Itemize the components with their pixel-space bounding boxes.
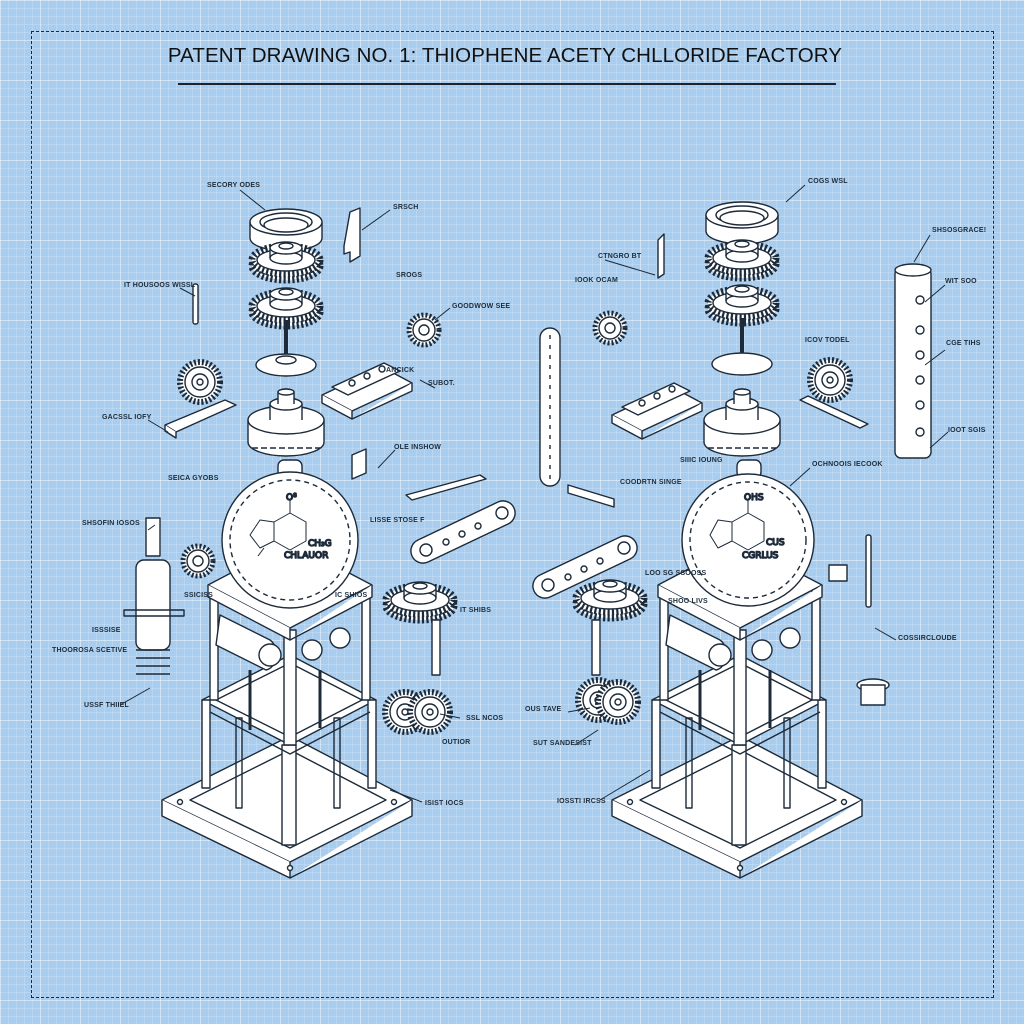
part-label: ISSSISE (92, 627, 121, 634)
part-label: SHSOSGRACE! (932, 227, 987, 234)
right-upper-gear (708, 240, 776, 278)
right-reaction-sphere (681, 459, 815, 607)
part-label: SSICISS (184, 592, 214, 599)
svg-text:CGRLUS: CGRLUS (742, 551, 779, 561)
left-shaft-disc (255, 320, 317, 377)
leader-lines (119, 184, 949, 803)
left-track-belt (410, 500, 516, 564)
right-molecule-icon (709, 500, 765, 551)
part-label: COSSIRCLOUDE (898, 635, 957, 642)
part-label: GOODWOW SEE (452, 303, 511, 310)
part-label: COGS WSL (808, 178, 848, 185)
left-reaction-sphere (221, 459, 359, 609)
part-label: SUT SANDESIST (533, 740, 592, 747)
svg-text:CHLAUOR: CHLAUOR (284, 551, 328, 561)
drawing-title: PATENT DRAWING NO. 1: THIOPHENE ACETY CH… (167, 44, 843, 67)
svg-text:CH₃G: CH₃G (308, 539, 332, 549)
left-ring-gear (183, 546, 213, 576)
svg-text:O⁸: O⁸ (286, 493, 297, 503)
part-label: CTNGRO BT (598, 253, 642, 260)
right-rod (865, 534, 872, 608)
part-label: IOOT SGIS (948, 427, 986, 434)
part-label: IOSSTI IRCSS (557, 798, 606, 805)
svg-text:OHS: OHS (744, 493, 764, 503)
left-wheel-mount (164, 362, 237, 439)
part-label: ISIST IOCS (425, 800, 464, 807)
part-label: WIT SOO (945, 278, 977, 285)
right-wheel-mount (799, 360, 869, 429)
left-small-gear (409, 315, 439, 345)
part-label: CGE TIHS (946, 340, 981, 347)
part-label: GACSSL IOFY (102, 414, 152, 421)
right-perforated-tube (894, 263, 932, 459)
part-label: SSL NCOS (466, 715, 504, 722)
right-hook (657, 233, 665, 279)
part-label: IC SHIOS (335, 592, 368, 599)
left-rod (192, 283, 199, 325)
right-small-gear (595, 313, 625, 343)
part-label: LOO SG SSOOSS (645, 570, 707, 577)
left-column-probe (123, 517, 185, 675)
part-label: OUTIOR (442, 739, 471, 746)
left-bracket (343, 207, 361, 263)
left-gear-pump (386, 582, 454, 676)
left-drum (247, 388, 325, 457)
part-label: SROGS (396, 272, 423, 279)
part-label: COODRTN SINGE (620, 479, 682, 486)
part-label: OCHNOOIS IECOOK (812, 461, 883, 468)
part-label: ANCICK (386, 367, 415, 374)
left-gearbox (385, 692, 450, 732)
title-underline (178, 83, 836, 85)
right-socket (828, 564, 848, 582)
molecule-text-left: O⁸ CH₃G CHLAUOR (283, 492, 332, 561)
drawing-border (31, 31, 994, 998)
part-label: IT HOUSOOS WISSL (124, 282, 196, 289)
part-label: SUBOT. (428, 380, 455, 387)
part-label: SECORY ODES (207, 182, 261, 189)
left-molecule-icon (249, 500, 307, 557)
left-upper-gear (252, 242, 320, 280)
right-ring-cap (705, 201, 779, 245)
part-label: LISSE STOSE F (370, 517, 425, 524)
part-label: SHOO LIVS (668, 598, 708, 605)
right-gear-pump (576, 580, 644, 676)
part-label: THOOROSA SCETIVE (52, 647, 128, 654)
part-label: SIIIC IOUNG (680, 457, 723, 464)
left-small-bracket (351, 448, 367, 480)
right-assembly (532, 201, 932, 880)
right-gearbox (578, 680, 638, 722)
center-vertical-belt (539, 327, 561, 487)
molecule-text-right: OHS CUS CGRLUS (741, 492, 785, 561)
right-drive-gear (708, 285, 776, 323)
part-label: IT SHIBS (460, 607, 492, 614)
svg-text:CUS: CUS (766, 538, 785, 548)
part-label: ICOV TODEL (805, 337, 850, 344)
part-label: OUS TAVE (525, 706, 562, 713)
right-shaft-disc (711, 318, 773, 376)
part-label: IOOK OCAM (575, 277, 619, 284)
right-valve-cap (856, 678, 890, 706)
part-label: SEICA GYOBS (168, 475, 219, 482)
right-conveyor-sledge (611, 382, 703, 440)
left-assembly (123, 207, 516, 880)
part-label: USSF THIIEL (84, 702, 129, 709)
part-label: SRSCH (393, 204, 419, 211)
part-label: SHSOFIN IOSOS (82, 520, 140, 527)
left-rail-bar (405, 474, 487, 501)
right-rail-bar (567, 484, 615, 508)
part-label: OLE INSHOW (394, 444, 442, 451)
right-drum (703, 388, 781, 457)
